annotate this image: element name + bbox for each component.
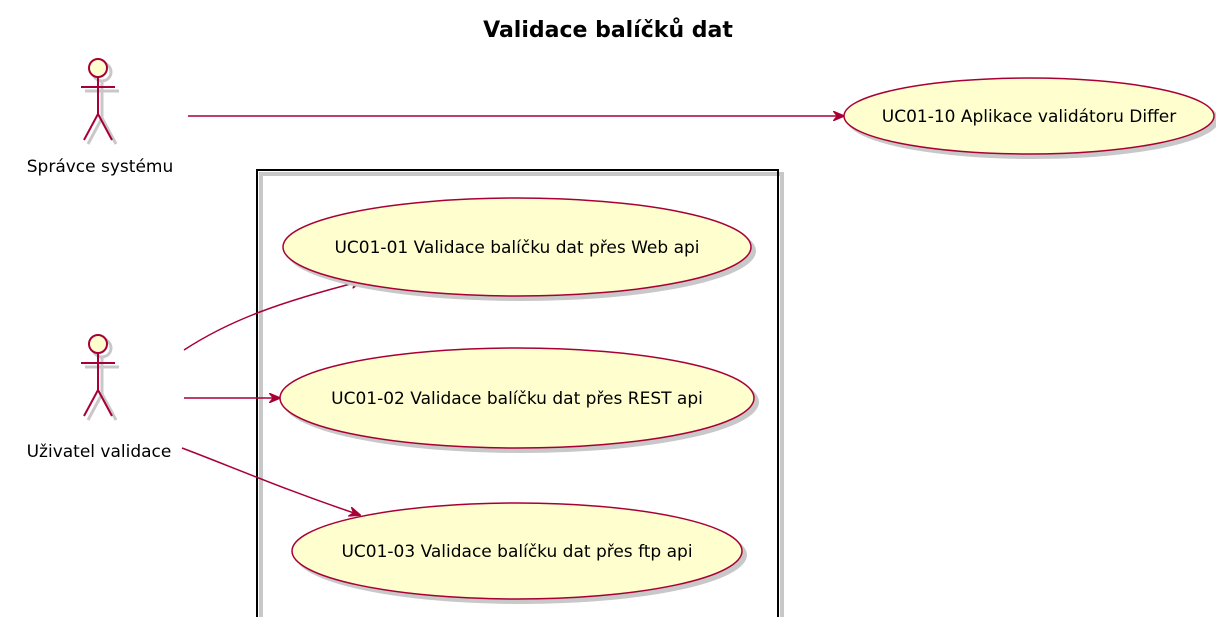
relations — [181, 116, 844, 515]
actor-label: Uživatel validace — [27, 442, 172, 462]
use-case-label: UC01-01 Validace balíčku dat přes Web ap… — [334, 238, 699, 258]
use-case-label: UC01-10 Aplikace validátoru Differ — [882, 107, 1177, 127]
actor-figure-icon — [81, 334, 119, 421]
use-case-uc01-03: UC01-03 Validace balíčku dat přes ftp ap… — [291, 502, 747, 604]
actor-uzivatel-validace: Uživatel validace — [27, 334, 172, 462]
actor-label: Správce systému — [27, 157, 174, 177]
relation-user-uc01 — [183, 281, 362, 351]
use-case-label: UC01-03 Validace balíčku dat přes ftp ap… — [341, 542, 692, 562]
use-case-uc01-01: UC01-01 Validace balíčku dat přes Web ap… — [282, 197, 756, 301]
system-boundary — [256, 169, 784, 617]
actor-figure-icon — [81, 58, 119, 145]
diagram-title: Validace balíčků dat — [483, 18, 733, 43]
use-case-uc01-10: UC01-10 Aplikace validátoru Differ — [843, 77, 1216, 159]
actor-spravce-systemu: Správce systému — [27, 58, 174, 177]
relation-user-uc03 — [181, 447, 360, 515]
use-case-uc01-02: UC01-02 Validace balíčku dat přes REST a… — [279, 347, 759, 453]
use-case-label: UC01-02 Validace balíčku dat přes REST a… — [331, 389, 703, 409]
